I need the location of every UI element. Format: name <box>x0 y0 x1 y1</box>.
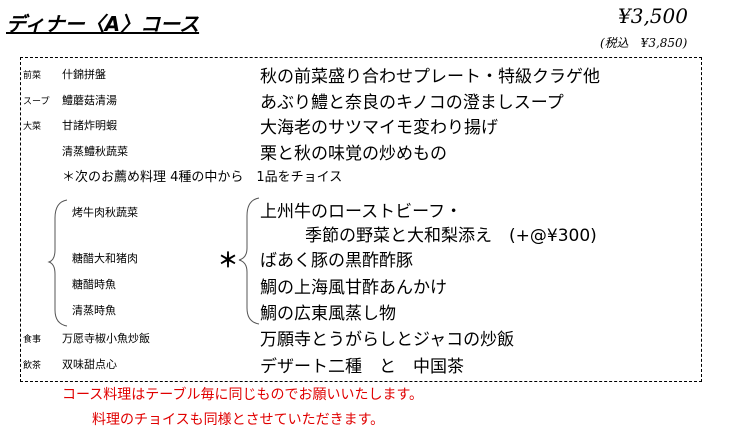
choice-japanese: 上州牛のローストビーフ・ <box>260 202 463 222</box>
note-line: 料理のチョイスも同様とさせていただきます。 <box>92 412 385 428</box>
course-japanese: 万願寺とうがらしとジャコの炒飯 <box>260 330 515 350</box>
course-chinese: 鱧蘑菇清湯 <box>62 94 117 107</box>
course-japanese: 秋の前菜盛り合わせプレート・特級クラゲ他 <box>260 67 600 87</box>
price-tax-included: (税込 ¥3,850) <box>600 36 688 50</box>
course-chinese: 什錦拼盤 <box>62 68 106 81</box>
course-category: 飲茶 <box>23 361 42 371</box>
choice-chinese: 糖醋時魚 <box>72 278 116 291</box>
price: ¥3,500 <box>618 4 688 28</box>
course-category: スープ <box>23 97 50 107</box>
choice-japanese-line2: 季節の野菜と大和梨添え (+@¥300) <box>305 226 597 246</box>
course-category: 前菜 <box>23 71 42 81</box>
course-japanese: 栗と秋の味覚の炒めもの <box>260 144 447 164</box>
choice-japanese: 鯛の広東風蒸し物 <box>260 304 396 324</box>
menu-box <box>20 57 702 382</box>
choice-note: ＊次のお薦め料理 4種の中から 1品をチョイス <box>62 170 343 185</box>
choice-marker: ＊ <box>218 248 238 272</box>
right-brace <box>238 197 260 325</box>
course-japanese: 大海老のサツマイモ変わり揚げ <box>260 118 498 138</box>
course-chinese: 甘諸炸明蝦 <box>62 119 117 132</box>
course-chinese: 双味甜点心 <box>62 358 117 371</box>
choice-chinese: 清蒸時魚 <box>72 304 116 317</box>
menu-title: ディナー〈A〉コース <box>6 12 200 36</box>
choice-japanese: ばあく豚の黒酢酢豚 <box>260 251 413 271</box>
left-brace <box>47 199 68 327</box>
course-chinese: 万愿寺椒小魚炒飯 <box>62 332 150 345</box>
course-japanese: あぶり鱧と奈良のキノコの澄ましスープ <box>260 93 564 113</box>
course-chinese: 清蒸鱧秋蔬菜 <box>62 145 128 158</box>
course-category: 食事 <box>23 335 42 345</box>
choice-chinese: 烤牛肉秋蔬菜 <box>72 206 138 219</box>
course-category: 大菜 <box>23 122 42 132</box>
choice-chinese: 糖醋大和猪肉 <box>72 252 138 265</box>
choice-japanese: 鯛の上海風甘酢あんかけ <box>260 278 447 298</box>
course-japanese: デザート二種 と 中国茶 <box>260 357 464 377</box>
note-line: コース料理はテーブル毎に同じものでお願いいたします。 <box>62 387 424 403</box>
